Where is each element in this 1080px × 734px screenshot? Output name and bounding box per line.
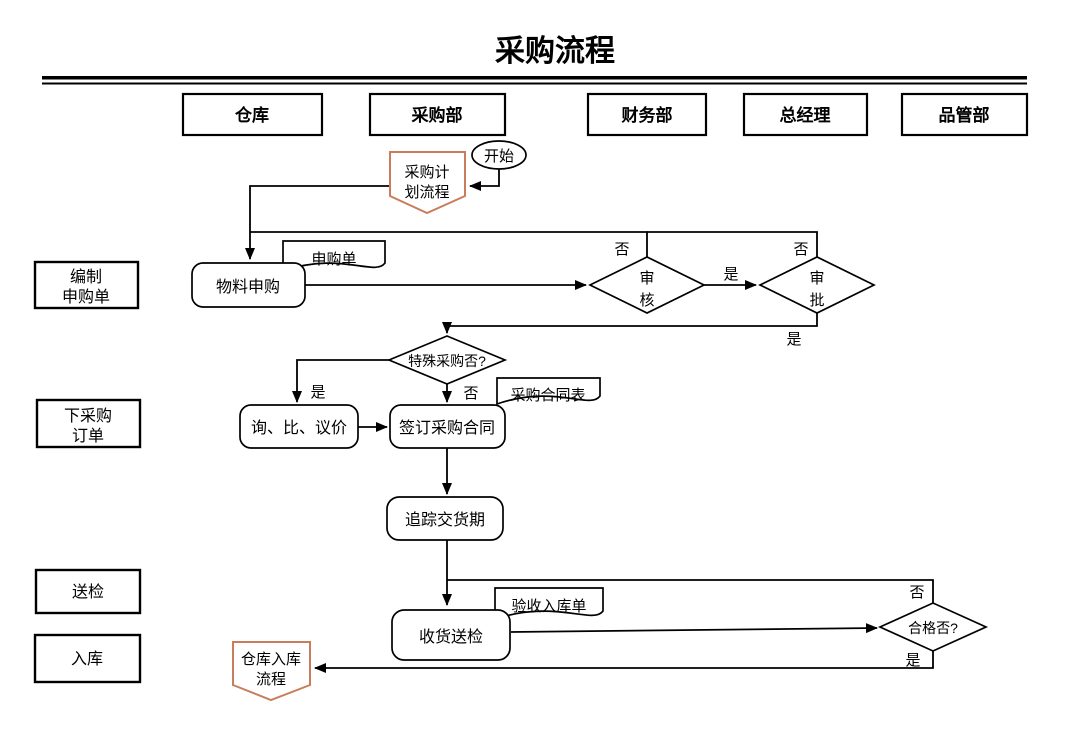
edge-labels: 否 是 否 是 是 否 否 是 bbox=[310, 241, 924, 669]
node-label: 审 bbox=[639, 270, 654, 287]
phase-line: 编制 bbox=[70, 268, 102, 286]
node-label: 询、比、议价 bbox=[251, 419, 347, 437]
node-qualified-decision: 合格否? bbox=[877, 602, 989, 652]
phase-line: 订单 bbox=[72, 427, 104, 445]
node-approval-decision: 审 批 bbox=[758, 256, 876, 314]
edge-qualified-yes-to-warehouse bbox=[314, 651, 934, 673]
node-label: 划流程 bbox=[404, 184, 449, 201]
node-acceptance-warehouse-receipt: 验收入库单 bbox=[494, 587, 604, 621]
label-special-no: 否 bbox=[463, 385, 478, 402]
lane-label: 采购部 bbox=[411, 105, 463, 125]
phase-line: 送检 bbox=[72, 583, 104, 601]
phase-label-place-purchase-order: 下采购 订单 bbox=[35, 398, 142, 449]
node-label: 采购计 bbox=[404, 164, 449, 181]
node-label: 申购单 bbox=[311, 251, 356, 268]
edge-approval-to-special bbox=[442, 313, 818, 334]
label-approval-no: 否 bbox=[793, 241, 808, 258]
node-label: 追踪交货期 bbox=[405, 511, 485, 529]
edge-plan-to-requisition bbox=[245, 185, 390, 260]
lane-label: 仓库 bbox=[234, 105, 269, 125]
node-review-decision: 审 核 bbox=[588, 256, 706, 314]
phase-line: 入库 bbox=[71, 650, 103, 668]
edge-qualified-no-return bbox=[447, 579, 934, 603]
title-divider bbox=[42, 76, 1027, 85]
node-label: 审 bbox=[809, 270, 824, 287]
page-title: 采购流程 bbox=[495, 35, 615, 68]
node-label: 流程 bbox=[256, 671, 286, 688]
lane-header-general-manager: 总经理 bbox=[742, 92, 869, 137]
node-label: 开始 bbox=[484, 148, 514, 165]
node-purchase-plan-process: 采购计 划流程 bbox=[389, 151, 466, 215]
lane-label: 财务部 bbox=[621, 105, 673, 125]
phase-line: 申购单 bbox=[62, 288, 110, 306]
edge-receive-to-qualified bbox=[510, 623, 878, 634]
edges bbox=[245, 169, 934, 673]
node-material-requisition: 物料申购 bbox=[191, 262, 306, 308]
edge-approval-no-return bbox=[647, 231, 818, 257]
node-label: 签订采购合同 bbox=[399, 419, 495, 437]
label-special-yes: 是 bbox=[310, 384, 325, 401]
lane-label: 品管部 bbox=[939, 105, 990, 125]
phase-label-send-inspection: 送检 bbox=[34, 568, 142, 615]
lane-label: 总经理 bbox=[780, 105, 831, 125]
edge-start-to-plan bbox=[469, 169, 500, 191]
node-warehouse-storage-process: 仓库入库 流程 bbox=[232, 641, 311, 702]
node-label: 批 bbox=[809, 292, 824, 309]
node-purchase-contract-form: 采购合同表 bbox=[496, 377, 601, 406]
label-approval-yes: 是 bbox=[786, 331, 801, 348]
node-special-purchase-decision: 特殊采购否? bbox=[386, 335, 508, 385]
node-inquiry-compare-negotiate: 询、比、议价 bbox=[239, 404, 359, 449]
node-track-delivery: 追踪交货期 bbox=[386, 496, 504, 541]
label-qualified-no: 否 bbox=[909, 584, 924, 601]
lane-header-finance-dept: 财务部 bbox=[586, 92, 708, 137]
node-label: 物料申购 bbox=[216, 278, 280, 296]
node-receive-and-inspect: 收货送检 bbox=[391, 609, 511, 661]
label-review-no: 否 bbox=[614, 241, 629, 258]
node-requisition-form: 申购单 bbox=[282, 240, 386, 273]
node-label: 特殊采购否? bbox=[408, 353, 486, 369]
phase-label-warehousing: 入库 bbox=[33, 633, 142, 684]
phase-label-prepare-requisition: 编制 申购单 bbox=[33, 260, 140, 310]
node-sign-purchase-contract: 签订采购合同 bbox=[389, 404, 506, 449]
lane-header-quality-dept: 品管部 bbox=[900, 92, 1029, 137]
node-label: 采购合同表 bbox=[510, 387, 585, 404]
node-label: 合格否? bbox=[908, 620, 958, 636]
lane-header-purchasing-dept: 采购部 bbox=[368, 92, 507, 137]
label-review-yes: 是 bbox=[723, 266, 738, 283]
node-label: 验收入库单 bbox=[511, 598, 586, 615]
node-label: 核 bbox=[639, 292, 654, 309]
lane-header-warehouse: 仓库 bbox=[181, 92, 324, 137]
node-label: 收货送检 bbox=[419, 628, 483, 646]
edge-special-yes-to-inquiry bbox=[292, 359, 389, 403]
node-start: 开始 bbox=[471, 140, 527, 170]
phase-line: 下采购 bbox=[64, 407, 112, 425]
node-label: 仓库入库 bbox=[241, 651, 301, 668]
label-qualified-yes: 是 bbox=[905, 652, 920, 669]
